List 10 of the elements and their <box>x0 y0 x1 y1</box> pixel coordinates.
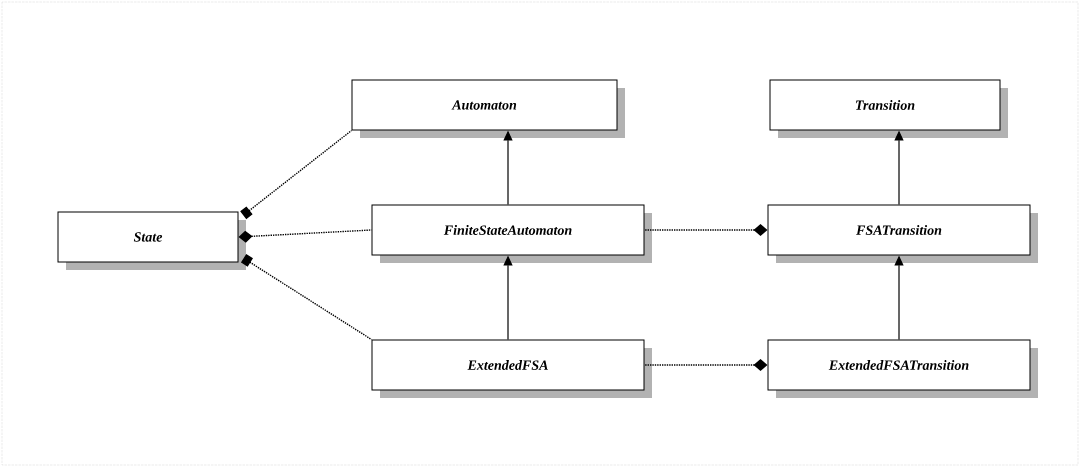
class-box: ExtendedFSA <box>371 339 652 398</box>
class-box: FiniteStateAutomaton <box>371 204 652 263</box>
class-box: Transition <box>769 79 1008 138</box>
class-box: Automaton <box>351 79 625 138</box>
class-box: State <box>57 211 246 270</box>
association-line <box>238 229 373 243</box>
class-box: FSATransition <box>767 204 1038 263</box>
association-line <box>643 359 768 371</box>
association-line <box>643 224 768 236</box>
class-box: ExtendedFSATransition <box>767 339 1038 398</box>
